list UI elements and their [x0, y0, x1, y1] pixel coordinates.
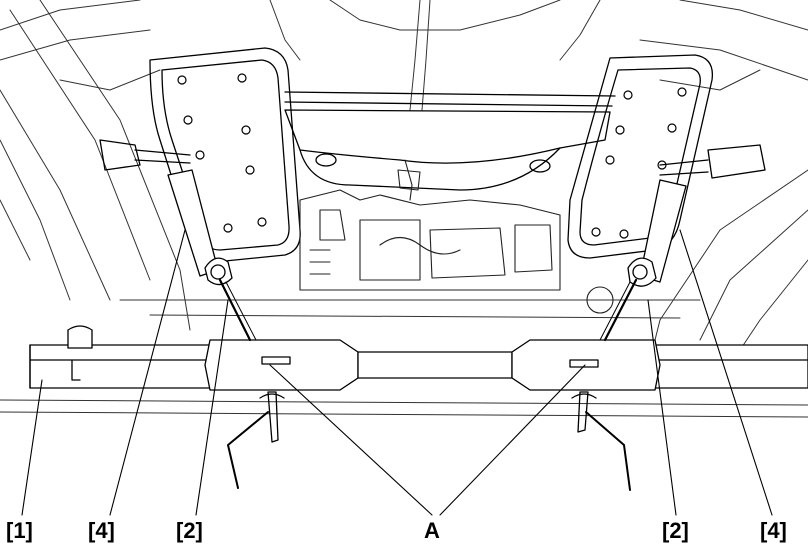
callout-2-right: [2] — [662, 518, 689, 543]
right-link-assembly — [571, 179, 687, 491]
leader-lines — [21, 229, 773, 516]
support-bar — [29, 325, 808, 391]
callout-4-right: [4] — [760, 518, 787, 543]
left-link-assembly — [167, 169, 285, 489]
cross-member — [284, 91, 616, 191]
transmission-assembly — [299, 159, 614, 314]
callout-a: A — [424, 518, 440, 543]
chassis-background — [0, 0, 808, 418]
callout-4-left: [4] — [88, 518, 115, 543]
left-under-cover — [149, 47, 301, 263]
drive-shafts — [99, 139, 766, 179]
right-under-cover — [567, 54, 714, 259]
callout-1: [1] — [6, 518, 33, 543]
callout-2-left: [2] — [176, 518, 203, 543]
